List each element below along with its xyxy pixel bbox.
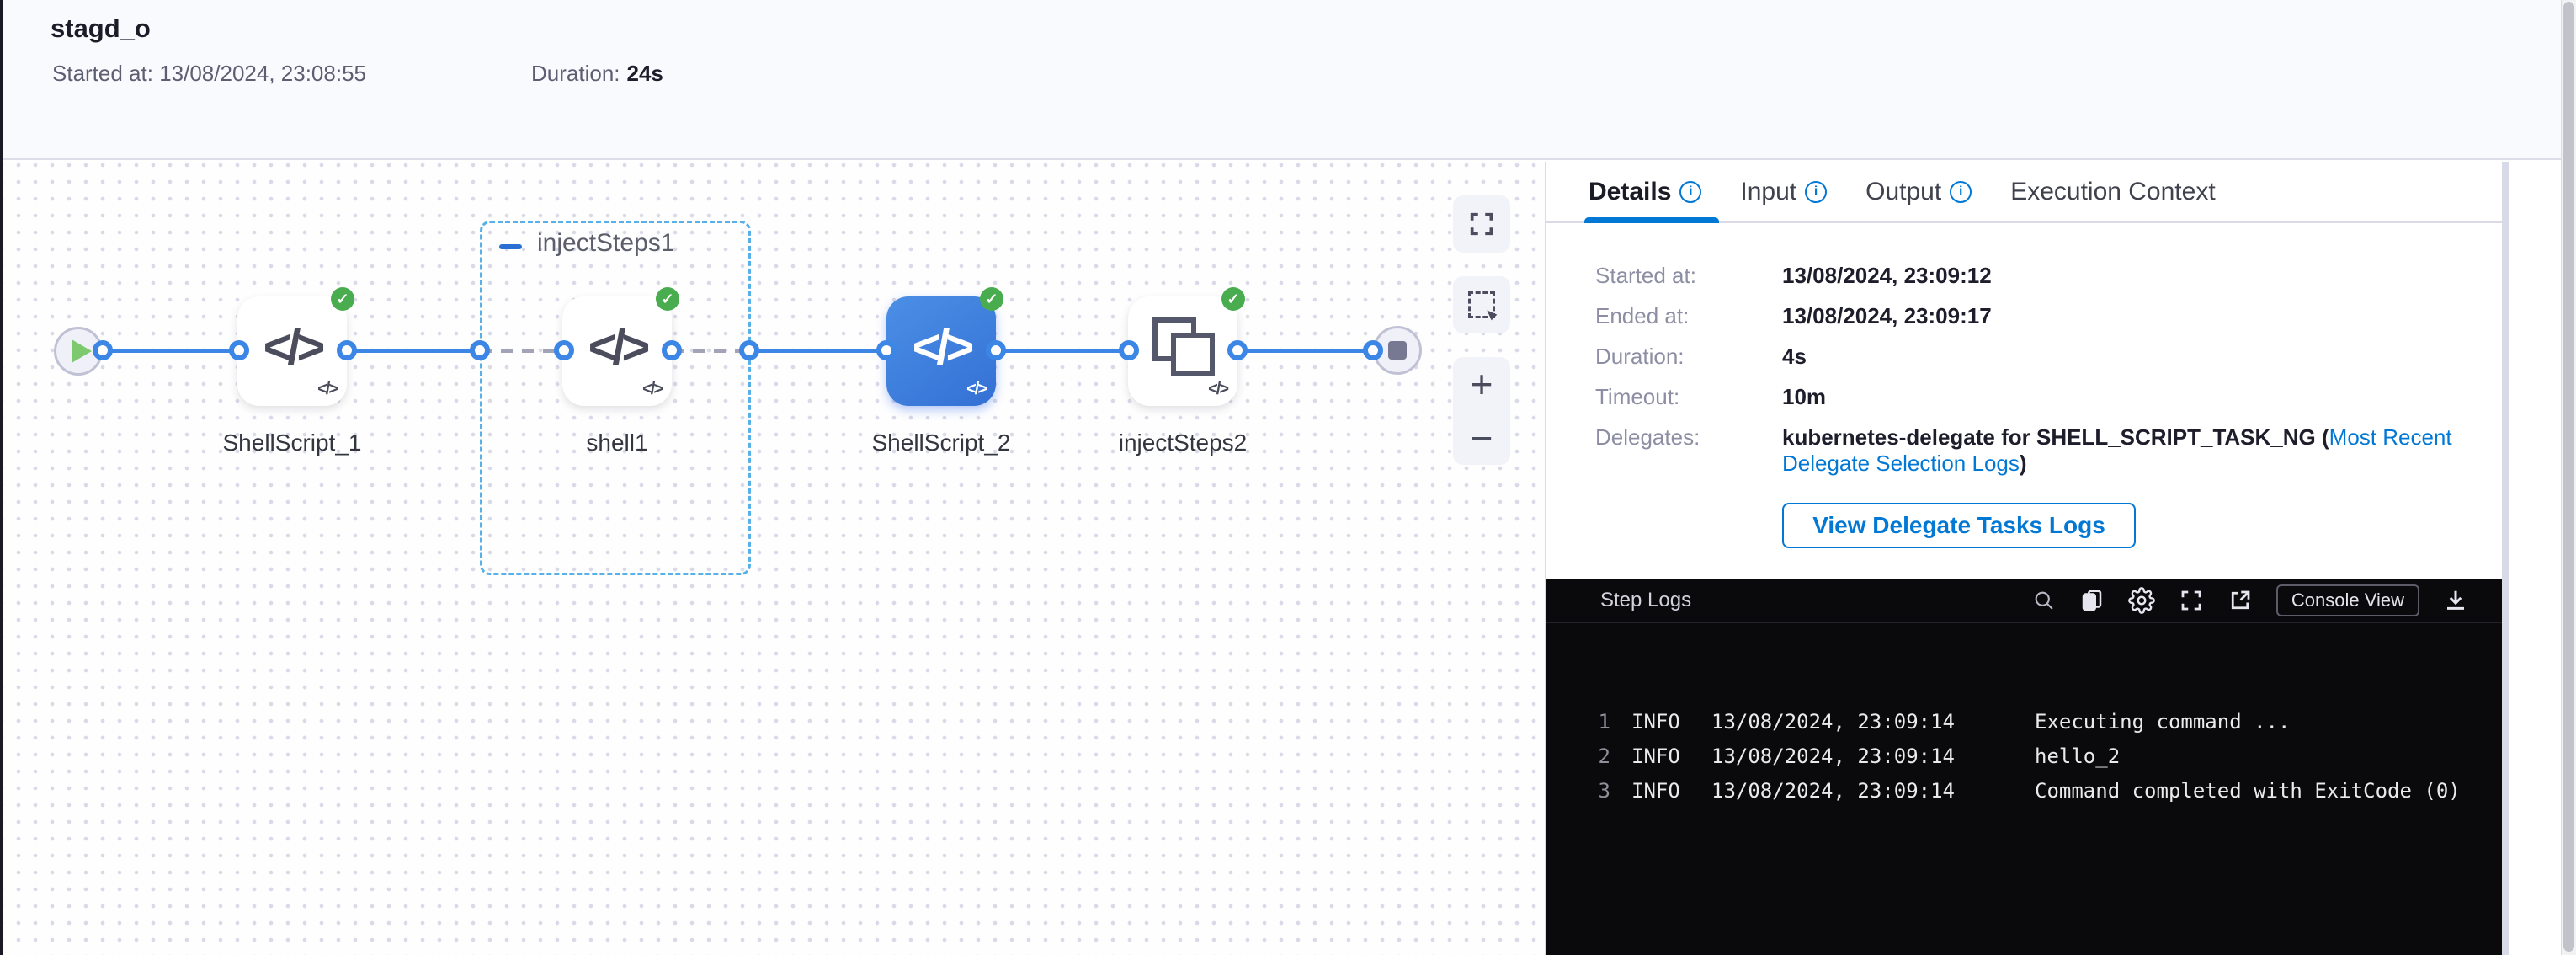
external-link-icon[interactable] (2227, 588, 2253, 613)
log-lines: 1 INFO 13/08/2024, 23:09:14 Executing co… (1546, 704, 2502, 808)
field-label: Duration: (1595, 344, 1685, 369)
details-tab-bar: Details i Input i Output i Execution Con… (1546, 162, 2502, 223)
check-icon: ✓ (331, 287, 354, 311)
port (470, 340, 490, 360)
step-group-icon (1151, 316, 1215, 380)
port (986, 340, 1006, 360)
node-label[interactable]: ShellScript_2 (871, 429, 1011, 456)
field-label: Delegates: (1595, 424, 1700, 450)
node-label[interactable]: shell1 (586, 429, 648, 456)
fit-view-icon (1470, 212, 1493, 236)
port (337, 340, 357, 360)
zoom-in-button[interactable]: + (1470, 362, 1493, 406)
edge-dashed (672, 349, 749, 353)
info-icon[interactable]: i (1679, 180, 1702, 203)
check-icon: ✓ (656, 287, 679, 311)
step-details-panel: Details i Input i Output i Execution Con… (1545, 162, 2502, 955)
view-delegate-tasks-logs-button[interactable]: View Delegate Tasks Logs (1782, 503, 2136, 548)
fullscreen-icon[interactable] (2179, 588, 2204, 613)
edge (996, 349, 1129, 353)
console-view-toggle[interactable]: Console View (2275, 584, 2419, 616)
node-label[interactable]: injectSteps2 (1118, 429, 1248, 456)
code-icon: </> (317, 380, 338, 398)
edge-dashed (480, 349, 564, 353)
play-icon (72, 339, 92, 363)
active-tab-underline (1584, 217, 1719, 223)
zoom-controls: + − (1453, 357, 1510, 465)
log-line: 2 INFO 13/08/2024, 23:09:14 hello_2 (1598, 744, 2121, 768)
tab-output[interactable]: Output i (1865, 178, 1972, 206)
copy-icon[interactable] (2079, 588, 2105, 613)
delegate-selection-logs-link[interactable]: Most Recent Delegate Selection Logs (1782, 424, 2452, 476)
code-icon: </> (912, 319, 975, 375)
code-icon: </> (966, 380, 987, 398)
log-line: 1 INFO 13/08/2024, 23:09:14 Executing co… (1598, 709, 2291, 734)
edge (749, 349, 886, 353)
field-label: Ended at: (1595, 303, 1690, 328)
field-value: 10m (1782, 384, 1827, 409)
panel-right-edge (2502, 162, 2509, 955)
execution-header: stagd_o Started at: 13/08/2024, 23:08:55… (3, 0, 2576, 160)
node-injectsteps2[interactable]: </> ✓ (1128, 287, 1245, 406)
stop-icon (1388, 341, 1407, 360)
edge (347, 349, 480, 353)
field-label: Started at: (1595, 263, 1696, 288)
port (662, 340, 682, 360)
port (1363, 340, 1383, 360)
step-logs-title: Step Logs (1600, 589, 1692, 611)
edge (103, 349, 239, 353)
vertical-scrollbar[interactable] (2561, 0, 2576, 955)
tab-input[interactable]: Input i (1740, 178, 1828, 206)
step-group-label[interactable]: injectSteps1 (537, 229, 675, 257)
download-icon[interactable] (2443, 588, 2468, 613)
code-icon: </> (588, 319, 651, 375)
tab-details[interactable]: Details i (1589, 178, 1702, 206)
node-label[interactable]: ShellScript_1 (222, 429, 362, 456)
pipeline-canvas[interactable]: injectSteps1 </> </> ✓ </> </> ✓ </> </>… (3, 162, 1545, 955)
info-icon[interactable]: i (1805, 180, 1828, 203)
left-nav-edge (0, 0, 3, 955)
port (1119, 340, 1139, 360)
started-at-text: Started at: 13/08/2024, 23:08:55 (52, 61, 366, 86)
minus-collapse-icon[interactable] (499, 244, 522, 249)
edge (1237, 349, 1373, 353)
node-shellscript-1[interactable]: </> </> ✓ (237, 287, 354, 406)
details-fields: Started at: 13/08/2024, 23:09:12 Ended a… (1595, 263, 2456, 548)
marquee-select-icon (1468, 291, 1498, 321)
port (93, 340, 113, 360)
search-icon[interactable] (2032, 589, 2056, 612)
fit-view-button[interactable] (1453, 195, 1510, 253)
port (554, 340, 574, 360)
check-icon: ✓ (980, 287, 1003, 311)
node-shell1[interactable]: </> </> ✓ (562, 287, 679, 406)
step-group-injectSteps1[interactable] (480, 221, 751, 575)
stage-title: stagd_o (51, 13, 151, 43)
node-shellscript-2-selected[interactable]: </> </> ✓ (886, 287, 1003, 406)
marquee-select-button[interactable] (1453, 276, 1510, 333)
code-icon: </> (1208, 380, 1229, 398)
duration-text: Duration:24s (531, 61, 663, 86)
field-value: 13/08/2024, 23:09:12 (1782, 263, 1992, 288)
port (1227, 340, 1248, 360)
port (876, 340, 897, 360)
gear-icon[interactable] (2128, 587, 2155, 614)
step-logs-header: Step Logs Console View (1546, 579, 2502, 623)
code-icon: </> (642, 380, 663, 398)
scrollbar-thumb[interactable] (2563, 2, 2574, 952)
field-value: 13/08/2024, 23:09:17 (1782, 303, 1992, 328)
delegates-value: kubernetes-delegate for SHELL_SCRIPT_TAS… (1782, 424, 2452, 476)
port (229, 340, 249, 360)
code-icon: </> (263, 319, 326, 375)
port (739, 340, 759, 360)
info-icon[interactable]: i (1950, 180, 1972, 203)
check-icon: ✓ (1221, 287, 1245, 311)
log-line: 3 INFO 13/08/2024, 23:09:14 Command comp… (1598, 778, 2461, 803)
field-value: 4s (1782, 344, 1807, 369)
field-label: Timeout: (1595, 384, 1680, 409)
step-logs-panel: Step Logs Console View 1 INFO 13/08/2024… (1546, 579, 2502, 955)
zoom-out-button[interactable]: − (1470, 416, 1493, 460)
tab-execution-context[interactable]: Execution Context (2010, 177, 2216, 205)
